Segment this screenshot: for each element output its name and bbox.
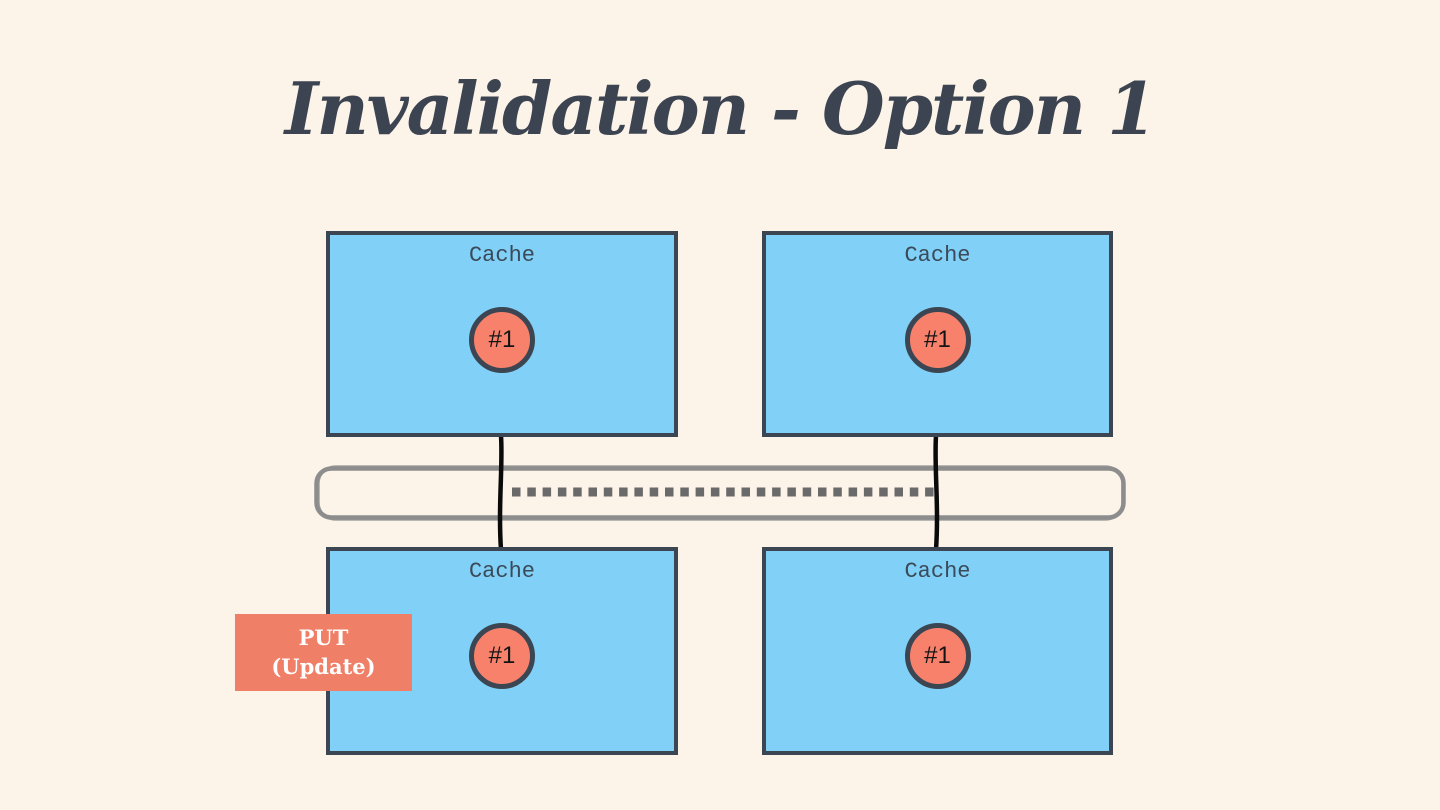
connector-line-right xyxy=(933,435,940,551)
cache-item-label: #1 xyxy=(924,642,951,669)
cache-item-circle: #1 xyxy=(469,307,535,373)
cache-item-circle: #1 xyxy=(904,623,971,689)
cache-item-circle: #1 xyxy=(469,623,535,689)
connector-line-left xyxy=(497,435,504,551)
message-bus-outline xyxy=(314,466,1126,520)
cache-item-circle: #1 xyxy=(904,307,971,373)
cache-item-label: #1 xyxy=(488,326,516,353)
put-update-badge: PUT (Update) xyxy=(235,614,412,691)
cache-box-bottom-right: Cache #1 xyxy=(762,547,1113,755)
put-badge-line1: PUT xyxy=(298,625,349,651)
put-badge-line2: (Update) xyxy=(271,653,376,679)
cache-box-top-right: Cache #1 xyxy=(762,231,1113,437)
cache-box-top-left: Cache #1 xyxy=(326,231,678,437)
cache-label: Cache xyxy=(904,243,971,268)
cache-label: Cache xyxy=(468,243,535,268)
cache-item-label: #1 xyxy=(488,642,516,669)
slide-title: Invalidation - Option 1 xyxy=(284,66,1157,151)
message-bus-outline-sketch xyxy=(317,465,1124,521)
cache-item-label: #1 xyxy=(924,326,951,353)
cache-label: Cache xyxy=(468,559,535,584)
cache-label: Cache xyxy=(904,559,971,584)
